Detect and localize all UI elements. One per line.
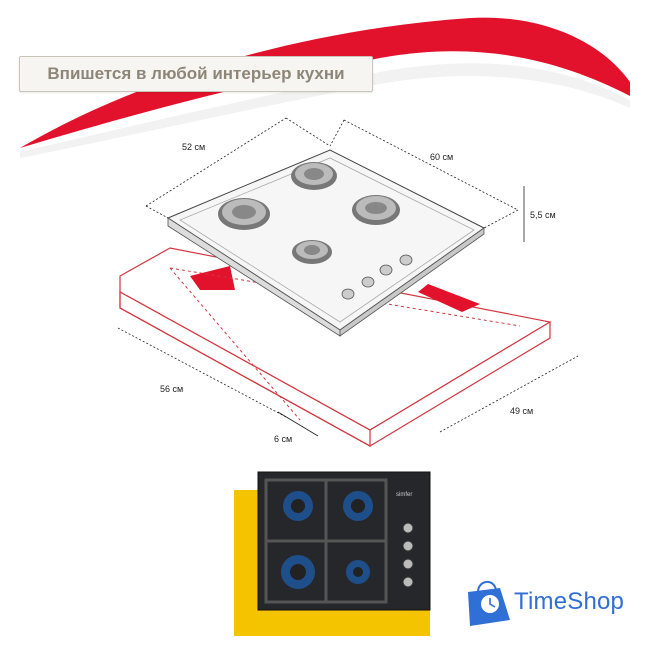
dim-label-depth-top: 60 см [430,152,453,162]
gas-burner [346,560,370,584]
burner [292,240,332,264]
burner [291,162,337,190]
cutout-red-edge-left [190,266,235,290]
gas-burner [343,491,373,521]
dim-label-cutout-depth: 49 см [510,406,533,416]
timeshop-watermark: TimeShop [458,580,648,630]
dim-label-height: 5,5 см [530,210,556,220]
control-knobs [341,254,413,300]
shopping-bag-clock-icon [468,581,510,626]
cutout-red-edge-right [418,284,480,312]
gas-burner [281,555,315,589]
dim-label-offset: 6 см [274,434,292,444]
countertop-cutout [119,247,552,448]
hob-3d-body [166,149,485,337]
dimension-lines [117,117,579,437]
slogan-text: Впишется в любой интерьер кухни [47,64,345,83]
gas-burner [283,491,313,521]
dim-label-width-top: 52 см [182,142,205,152]
watermark-text: TimeShop [514,588,625,615]
photo-knobs [402,522,414,588]
product-photo: simfer [234,471,431,636]
product-brand-label: simfer [396,492,412,498]
red-swoosh-decoration [20,17,630,149]
burner [352,195,400,225]
slogan-banner: Впишется в любой интерьер кухни [19,56,373,92]
burner [218,198,270,230]
cutout-dashed-guide [169,267,521,421]
dim-label-cutout-width: 56 см [160,384,183,394]
